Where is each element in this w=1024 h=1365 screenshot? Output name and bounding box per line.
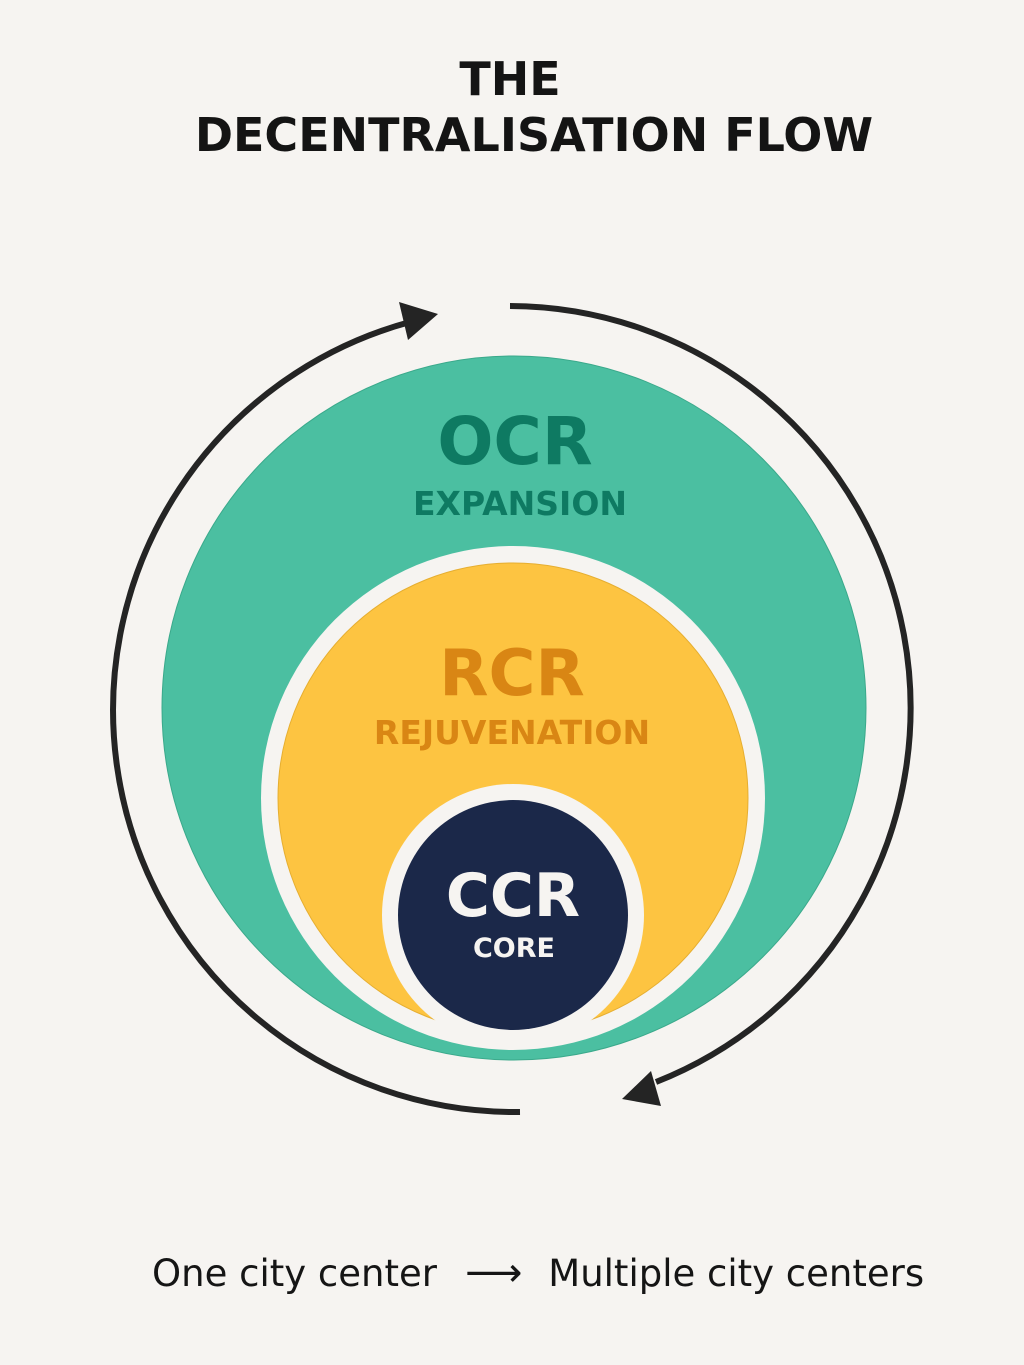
ocr-code: OCR [437,403,592,480]
title-line-1: THE [459,52,561,106]
cycle-arrowhead-bottom-icon [622,1071,661,1106]
ccr-ring [398,800,628,1030]
ccr-label: CORE [473,933,555,964]
ocr-label: EXPANSION [413,484,627,523]
footer-to-text: Multiple city centers [548,1251,925,1295]
ccr-code: CCR [446,861,580,931]
rcr-code: RCR [439,637,585,711]
footer-from-text: One city center [152,1251,437,1295]
rcr-label: REJUVENATION [374,713,650,752]
title-line-2: DECENTRALISATION FLOW [194,108,874,162]
footer-caption: One city center ⟶ Multiple city centers [152,1250,924,1296]
cycle-arrow-right-arc [509,303,914,1085]
cycle-arrow-left-arc [110,319,521,1116]
cycle-arrowhead-top-icon [399,302,438,340]
right-arrow-icon: ⟶ [464,1250,523,1296]
